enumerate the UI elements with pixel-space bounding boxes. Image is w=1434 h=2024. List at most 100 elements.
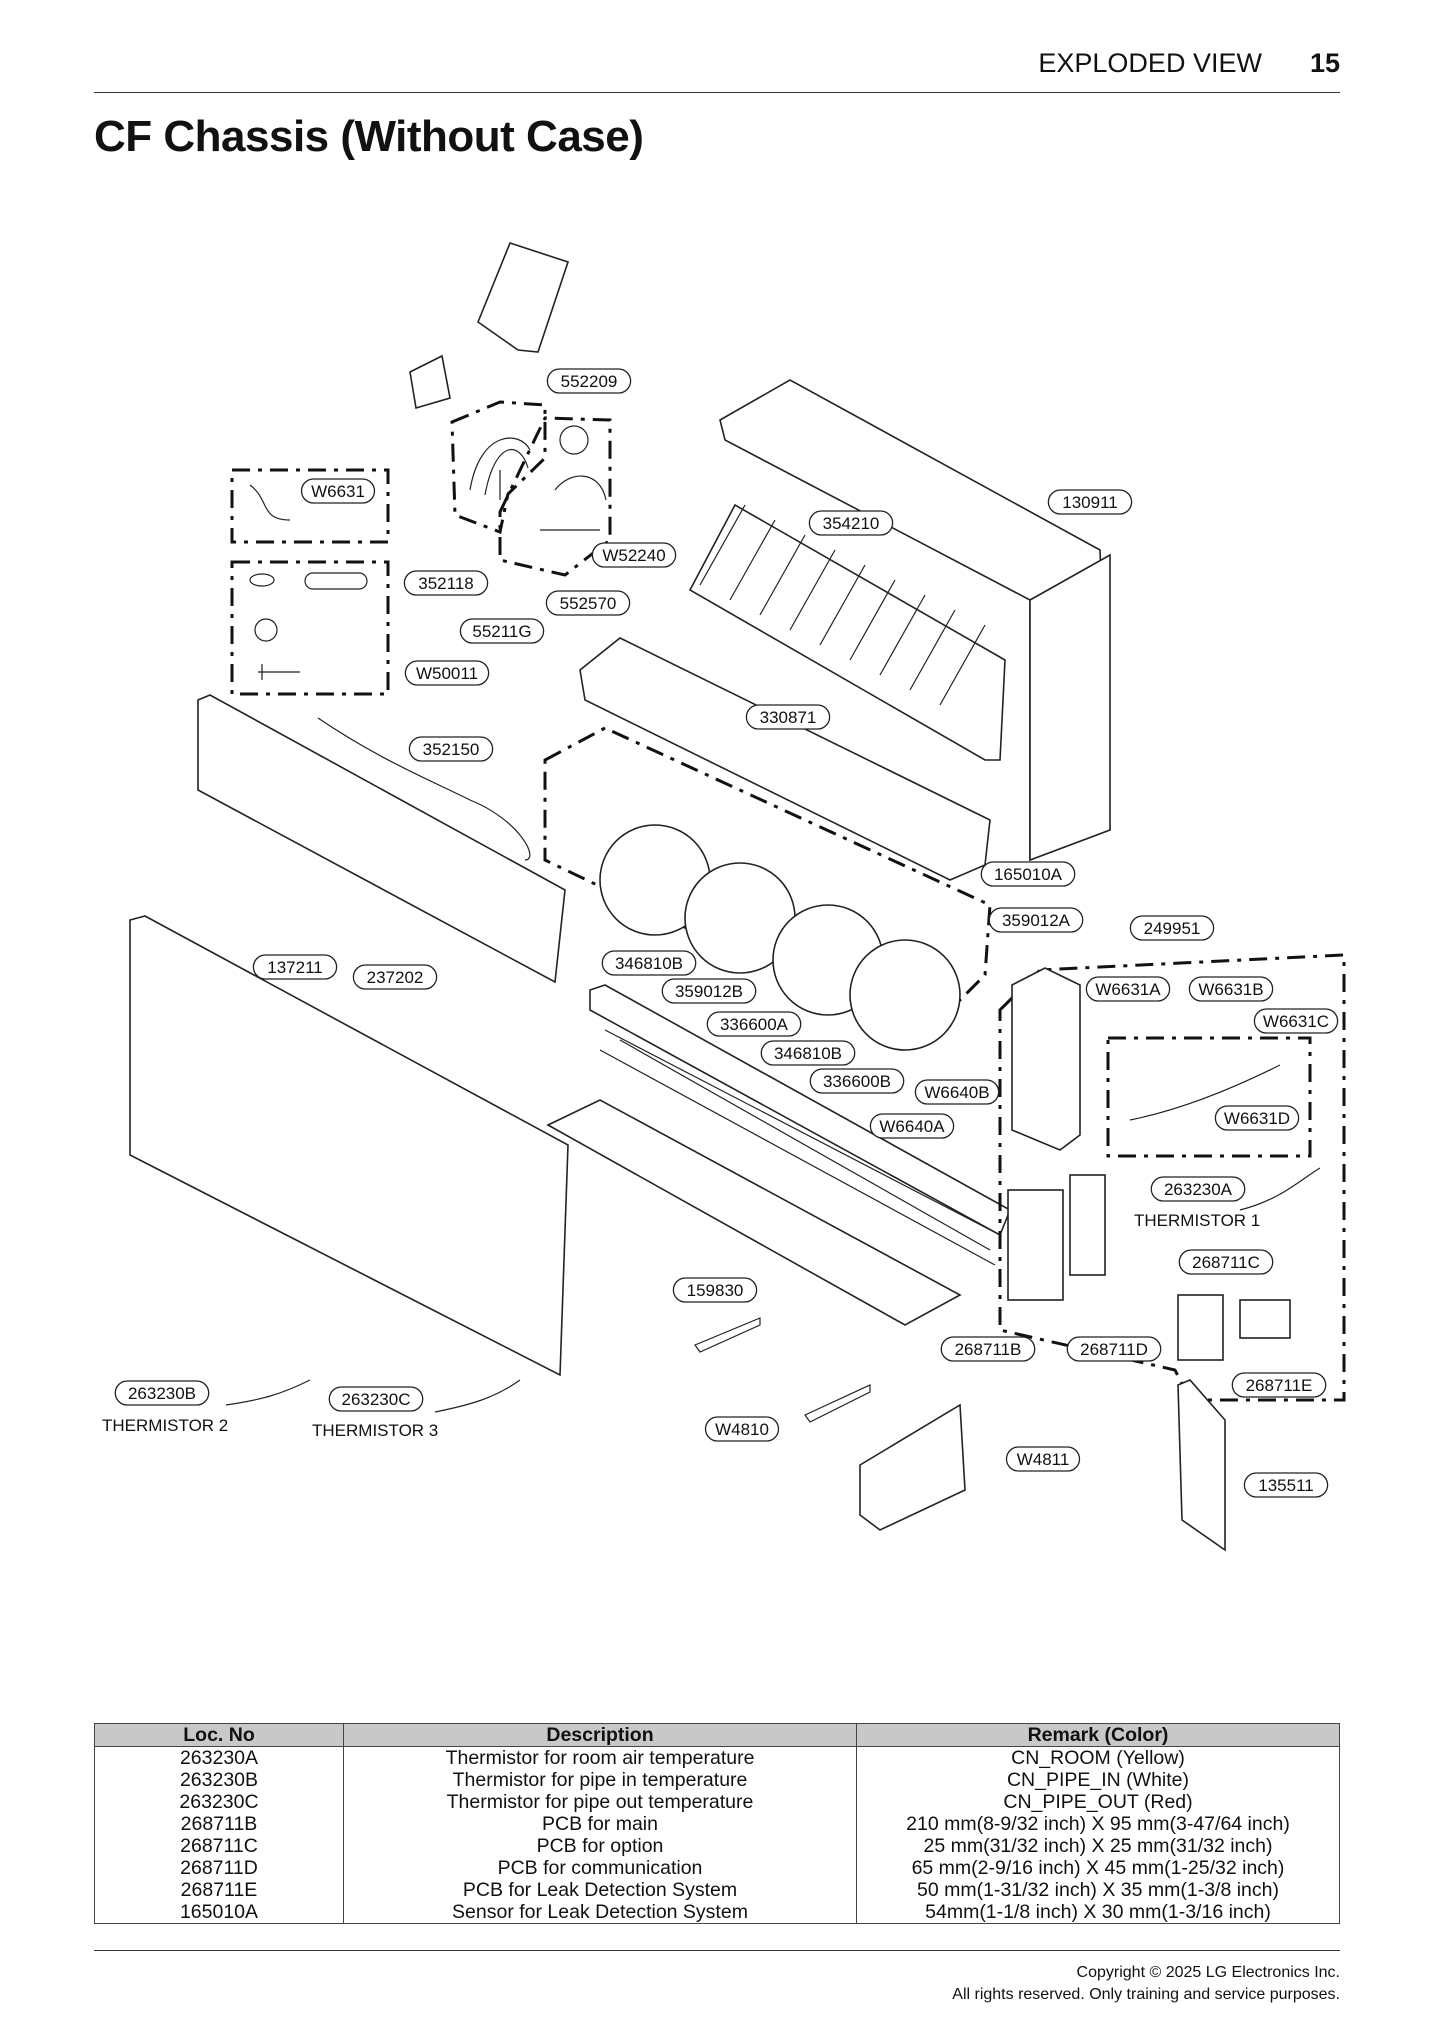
callout-box (1188, 976, 1274, 1002)
description-cell: Thermistor for pipe in temperature (343, 1769, 857, 1791)
callout-w6640a: W6640A (869, 1113, 955, 1139)
control-box-outline (998, 953, 1346, 1402)
callout-text: 165010A (994, 865, 1063, 884)
grille-bars-drawing (599, 1029, 1001, 1266)
top-bracket-drawing (477, 242, 570, 353)
parts-table: Loc. No Description Remark (Color) 26323… (94, 1723, 1340, 1924)
callout-text: 263230C (341, 1390, 410, 1409)
header-rule (94, 92, 1340, 93)
callout-text: 268711E (1246, 1376, 1313, 1395)
callout-text: 130911 (1062, 493, 1117, 512)
callout-330871: 330871 (745, 704, 831, 730)
blower-4-drawing (849, 939, 961, 1051)
description-cell: PCB for communication (343, 1857, 857, 1879)
callout-box (459, 618, 545, 644)
section-title: EXPLODED VIEW (1038, 48, 1262, 78)
callout-137211: 137211 (252, 954, 338, 980)
callout-box (403, 570, 489, 596)
description-cell: PCB for option (343, 1835, 857, 1857)
thermistor-caption: THERMISTOR 1 (1134, 1211, 1260, 1230)
loc-no-cell: 268711D (94, 1857, 344, 1879)
thermistor-2-wire (225, 1379, 311, 1406)
filter-drawing (546, 1099, 962, 1326)
callout-352150: 352150 (408, 736, 494, 762)
w6631-outline (230, 468, 390, 544)
callout-box (1150, 1176, 1246, 1202)
callout-text: 237202 (367, 968, 424, 987)
callout-text: 552209 (561, 372, 618, 391)
loc-no-cell: 263230B (94, 1769, 344, 1791)
coil-drawing (688, 503, 1006, 761)
valve-body-drawing (540, 425, 607, 531)
callout-labels: 552209W6631354210130911W5224035211855257… (114, 368, 1339, 1498)
callout-box (591, 542, 677, 568)
callout-249951: 249951 (1129, 915, 1215, 941)
callout-165010a: 165010A (980, 861, 1076, 887)
control-box-drawing (1011, 967, 1081, 1151)
callout-text: 55211G (472, 622, 531, 641)
small-plate-drawing (409, 354, 451, 410)
page-number: 15 (1309, 48, 1340, 78)
front-panel-drawing (129, 915, 569, 1377)
page-title: CF Chassis (Without Case) (94, 112, 644, 161)
callout-text: W52240 (602, 546, 665, 565)
page-footer: Copyright © 2025 LG Electronics Inc. All… (952, 1962, 1340, 2006)
callout-text: 268711B (955, 1340, 1022, 1359)
clip-drawing (254, 618, 278, 642)
side-panel-drawing (1177, 1379, 1226, 1552)
callout-text: W6631B (1198, 980, 1263, 999)
loc-no-cell: 165010A (94, 1901, 344, 1924)
callout-box (661, 978, 757, 1004)
harness-drawing (1129, 1064, 1281, 1121)
callout-346810b: 346810B (601, 950, 697, 976)
callout-w6631c: W6631C (1253, 1008, 1339, 1034)
loc-no-cell: 268711B (94, 1813, 344, 1835)
leak-pcb-drawing (1239, 1299, 1291, 1339)
flex-hose-drawing (317, 717, 531, 861)
loc-no-cell: 268711C (94, 1835, 344, 1857)
callout-text: W50011 (416, 664, 478, 683)
remark-cell: 50 mm(1-31/32 inch) X 35 mm(1-3/8 inch) (856, 1879, 1340, 1901)
callout-w6631a: W6631A (1085, 976, 1171, 1002)
thermistor-caption: THERMISTOR 2 (102, 1416, 228, 1435)
w6631-harness-outline (1106, 1036, 1312, 1158)
thermistor-caption: THERMISTOR 3 (312, 1421, 438, 1440)
callout-text: 552570 (560, 594, 617, 613)
copyright-text: Copyright © 2025 LG Electronics Inc. (1076, 1964, 1340, 1981)
callout-text: W6631C (1263, 1012, 1329, 1031)
callout-359012b: 359012B (661, 978, 757, 1004)
callout-box (980, 861, 1076, 887)
parts-table-header: Loc. No Description Remark (Color) (94, 1723, 1340, 1747)
callout-box (546, 368, 632, 394)
page-header: EXPLODED VIEW 15 (1038, 48, 1340, 79)
washer-drawing (249, 573, 275, 587)
callout-text: 268711C (1192, 1253, 1260, 1272)
callout-text: 330871 (760, 708, 817, 727)
sleeve-drawing (304, 572, 368, 590)
loc-no-cell: 263230C (94, 1791, 344, 1813)
bracket-w4810a-drawing (694, 1317, 761, 1353)
callout-w6631: W6631 (300, 478, 376, 504)
callout-box (1214, 1105, 1300, 1131)
callout-263230a: 263230A (1150, 1176, 1246, 1202)
callout-text: 336600A (720, 1015, 789, 1034)
part-drawings (129, 242, 1346, 1552)
callout-336600b: 336600B (809, 1068, 905, 1094)
callout-box (745, 704, 831, 730)
side-plate-drawing (1029, 553, 1111, 862)
loc-no-cell: 268711E (94, 1879, 344, 1901)
callout-box (808, 510, 894, 536)
callout-box (914, 1079, 1000, 1105)
callout-263230b: 263230B (114, 1380, 210, 1406)
footer-rule (94, 1950, 1340, 1951)
description-cell: PCB for Leak Detection System (343, 1879, 857, 1901)
callout-text: 249951 (1144, 919, 1201, 938)
pcb-cover-drawing (1069, 1174, 1106, 1276)
remark-cell: 25 mm(31/32 inch) X 25 mm(31/32 inch) (856, 1835, 1340, 1857)
